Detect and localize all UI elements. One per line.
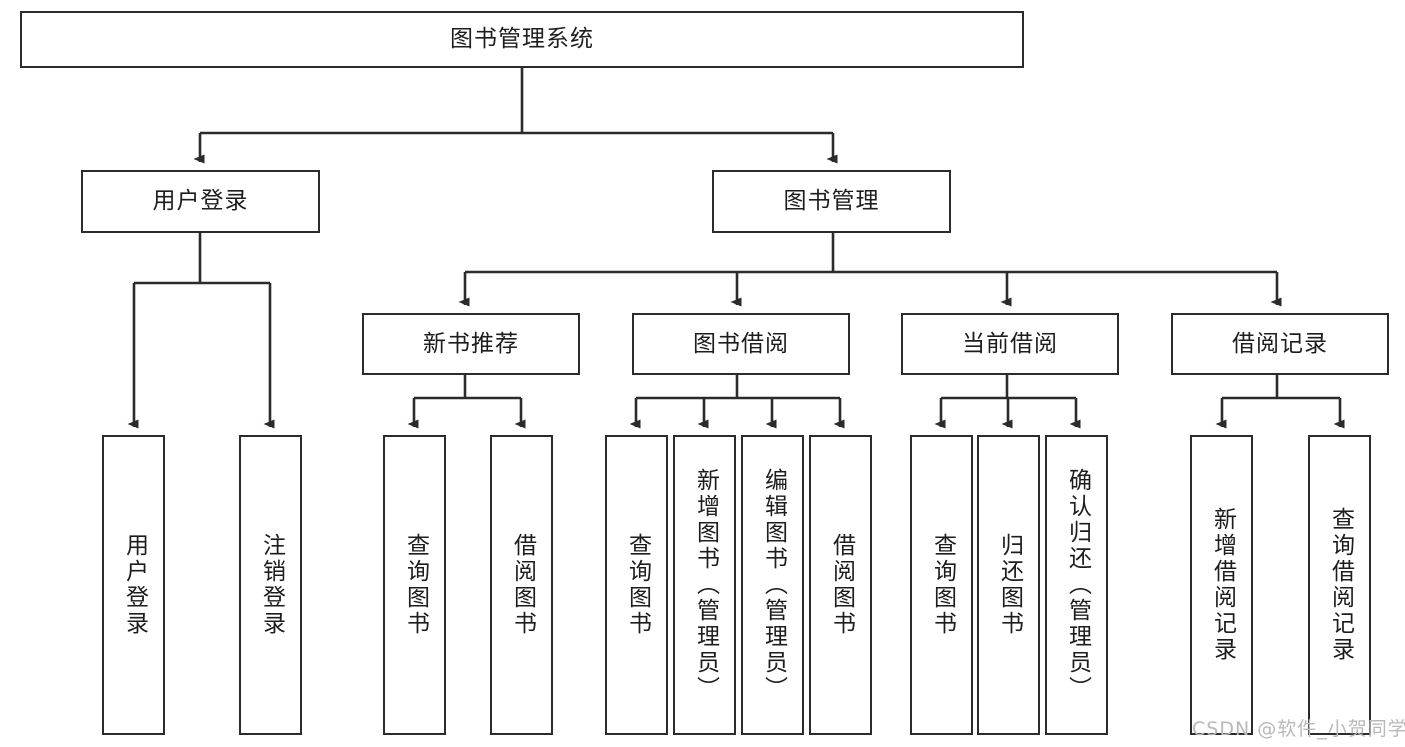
node-label: 新增借阅记录 <box>1209 507 1236 663</box>
node-label: 查询图书 <box>624 533 651 637</box>
node-label: 编辑图书（管理员） <box>760 468 787 702</box>
node-book-borrow[interactable]: 图书借阅 <box>632 313 850 375</box>
node-current-borrow[interactable]: 当前借阅 <box>901 313 1119 375</box>
node-label: 归还图书 <box>996 533 1023 637</box>
node-leaf-add-borrow-record[interactable]: 新增借阅记录 <box>1190 435 1253 735</box>
node-label: 查询图书 <box>402 533 429 637</box>
node-book-management[interactable]: 图书管理 <box>712 170 951 233</box>
node-label: 当前借阅 <box>962 330 1058 357</box>
node-label: 确认归还（管理员） <box>1064 468 1091 702</box>
csdn-watermark: CSDN @软件_小贺同学 <box>1192 714 1405 741</box>
node-label: 查询图书 <box>929 533 956 637</box>
node-label: 图书管理系统 <box>450 26 594 53</box>
node-leaf-query-book-1[interactable]: 查询图书 <box>383 435 446 735</box>
node-leaf-user-login[interactable]: 用户登录 <box>102 435 165 735</box>
node-leaf-borrow-book-2[interactable]: 借阅图书 <box>809 435 872 735</box>
node-user-login[interactable]: 用户登录 <box>81 170 320 233</box>
node-borrow-record[interactable]: 借阅记录 <box>1171 313 1389 375</box>
node-label: 借阅记录 <box>1232 330 1328 357</box>
node-leaf-query-book-2[interactable]: 查询图书 <box>605 435 668 735</box>
node-label: 用户登录 <box>121 533 148 637</box>
node-label: 新增图书（管理员） <box>692 468 719 702</box>
node-leaf-query-borrow-record[interactable]: 查询借阅记录 <box>1308 435 1371 735</box>
node-leaf-add-book-admin[interactable]: 新增图书（管理员） <box>673 435 736 735</box>
node-leaf-query-book-3[interactable]: 查询图书 <box>910 435 973 735</box>
node-label: 借阅图书 <box>828 533 855 637</box>
node-leaf-return-book[interactable]: 归还图书 <box>977 435 1040 735</box>
node-label: 图书管理 <box>783 188 880 215</box>
node-leaf-confirm-return-admin[interactable]: 确认归还（管理员） <box>1045 435 1108 735</box>
node-label: 图书借阅 <box>693 330 789 357</box>
node-leaf-edit-book-admin[interactable]: 编辑图书（管理员） <box>741 435 804 735</box>
node-label: 查询借阅记录 <box>1327 507 1354 663</box>
node-label: 新书推荐 <box>423 330 519 357</box>
watermark-text: CSDN @软件_小贺同学 <box>1192 718 1405 740</box>
node-root-book-management-system[interactable]: 图书管理系统 <box>20 11 1024 68</box>
node-label: 借阅图书 <box>509 533 536 637</box>
node-label: 注销登录 <box>258 533 285 637</box>
node-label: 用户登录 <box>152 188 249 215</box>
node-leaf-borrow-book-1[interactable]: 借阅图书 <box>490 435 553 735</box>
node-leaf-logout-login[interactable]: 注销登录 <box>239 435 302 735</box>
node-new-book-recommend[interactable]: 新书推荐 <box>362 313 580 375</box>
